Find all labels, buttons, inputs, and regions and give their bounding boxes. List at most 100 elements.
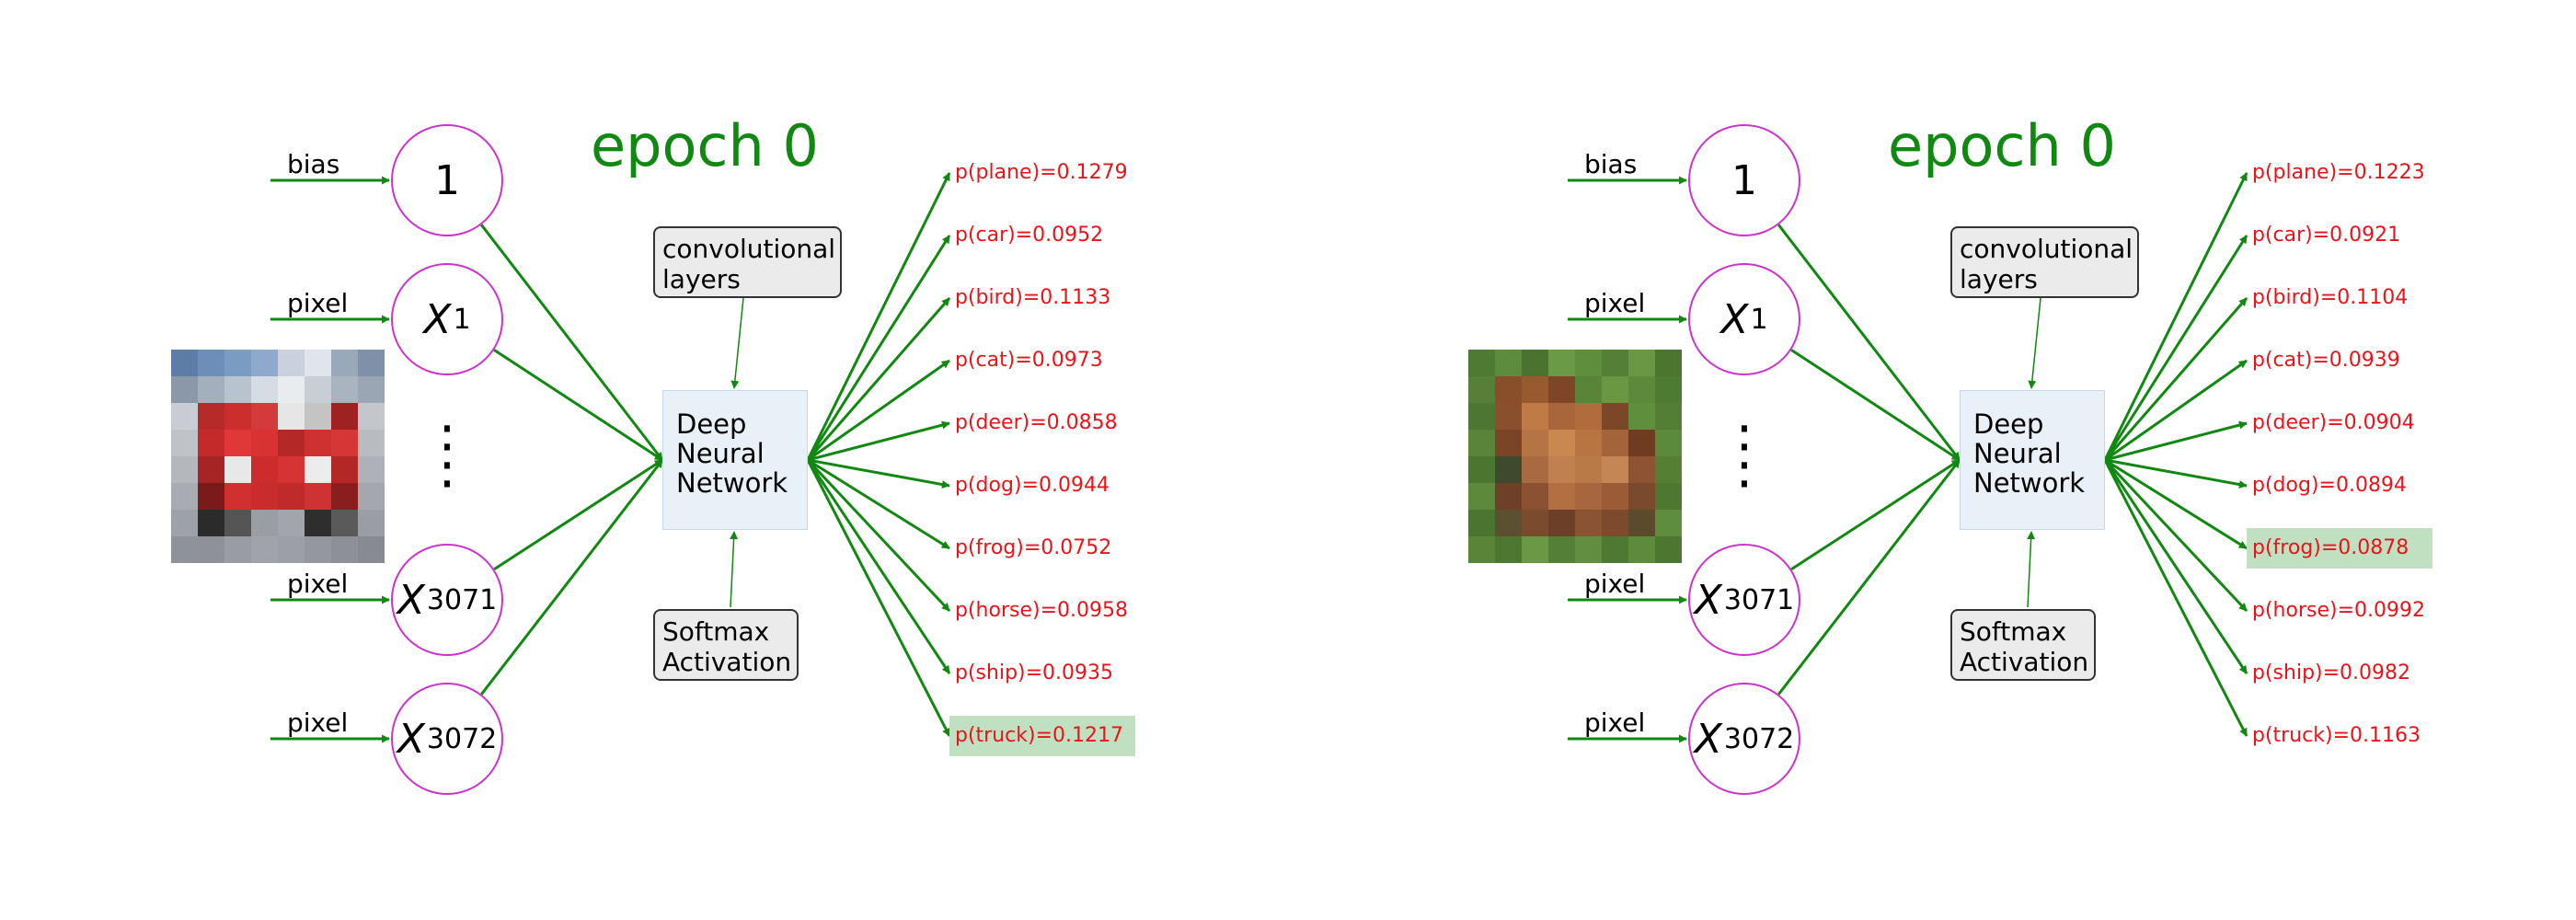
output-arrow: [808, 173, 949, 460]
node-to-network-arrow: [481, 224, 662, 460]
epoch-title: epoch 0: [591, 112, 819, 179]
probability-label: p(dog)=0.0894: [2252, 474, 2407, 498]
input-label: pixel: [287, 707, 348, 738]
output-arrow: [2105, 173, 2247, 460]
node-to-network-arrow: [1778, 224, 1960, 460]
box-line: layers: [662, 264, 833, 294]
output-arrow: [2105, 460, 2247, 673]
node-subscript: 3072: [427, 723, 497, 755]
node-to-network-arrow: [1791, 460, 1960, 569]
conv-to-network-arrow: [2031, 298, 2041, 388]
node-to-network-arrow: [1778, 460, 1960, 695]
softmax-activation-box: SoftmaxActivation: [653, 609, 799, 681]
vertical-ellipsis: ····: [429, 420, 466, 493]
probability-label: p(cat)=0.0973: [955, 349, 1103, 373]
node-symbol: X: [423, 296, 451, 343]
probability-label: p(car)=0.0921: [2252, 224, 2400, 247]
node-to-network-arrow: [481, 460, 662, 695]
epoch-title: epoch 0: [1888, 112, 2116, 179]
output-arrow: [808, 460, 949, 673]
input-node: 1: [391, 124, 503, 236]
output-arrow: [2105, 460, 2247, 736]
node-symbol: X: [1695, 577, 1722, 624]
output-arrow: [808, 361, 949, 460]
output-arrow: [808, 298, 949, 460]
conv-to-network-arrow: [734, 298, 743, 388]
box-line: Activation: [1960, 647, 2087, 677]
node-to-network-arrow: [494, 460, 662, 569]
box-line: layers: [1960, 264, 2130, 294]
box-line: Neural: [676, 439, 794, 468]
probability-label: p(frog)=0.0878: [2252, 536, 2409, 560]
box-line: Neural: [1973, 439, 2091, 468]
frog-image: [1468, 350, 1682, 563]
probability-label: p(ship)=0.0935: [955, 661, 1113, 685]
probability-label: p(cat)=0.0939: [2252, 349, 2400, 373]
node-symbol: X: [1695, 716, 1722, 763]
softmax-to-network-arrow: [2028, 532, 2031, 607]
node-symbol: X: [397, 577, 425, 624]
box-line: Activation: [662, 647, 789, 677]
box-line: Network: [1973, 468, 2091, 498]
node-symbol: 1: [1731, 157, 1757, 204]
input-label: pixel: [1584, 707, 1645, 738]
input-label: pixel: [287, 288, 348, 318]
probability-label: p(deer)=0.0904: [2252, 411, 2415, 435]
input-label: pixel: [287, 569, 348, 599]
node-symbol: X: [397, 716, 425, 763]
box-line: convolutional: [662, 234, 833, 264]
probability-label: p(frog)=0.0752: [955, 536, 1111, 560]
box-line: Network: [676, 468, 794, 498]
probability-label: p(truck)=0.1163: [2252, 724, 2421, 748]
output-arrow: [2105, 298, 2247, 460]
probability-label: p(car)=0.0952: [955, 224, 1103, 247]
softmax-to-network-arrow: [730, 532, 734, 607]
probability-label: p(bird)=0.1104: [2252, 286, 2408, 310]
fire-truck-image: [171, 350, 385, 563]
probability-label: p(bird)=0.1133: [955, 286, 1110, 310]
node-to-network-arrow: [1791, 350, 1960, 460]
input-label: pixel: [1584, 569, 1645, 599]
node-subscript: 3071: [427, 584, 497, 616]
vertical-ellipsis: ····: [1726, 420, 1763, 493]
node-subscript: 3072: [1724, 723, 1794, 755]
input-label: bias: [1584, 149, 1637, 179]
probability-label: p(deer)=0.0858: [955, 411, 1118, 435]
input-node: 1: [1688, 124, 1800, 236]
box-line: Deep: [1973, 409, 2091, 439]
input-label: pixel: [1584, 288, 1645, 318]
output-arrow: [808, 460, 949, 736]
box-line: Deep: [676, 409, 794, 439]
box-line: Softmax: [662, 616, 789, 647]
node-subscript: 3071: [1724, 584, 1794, 616]
probability-label: p(horse)=0.0992: [2252, 599, 2425, 623]
box-line: Softmax: [1960, 616, 2087, 647]
box-line: convolutional: [1960, 234, 2130, 264]
node-symbol: 1: [434, 157, 460, 204]
node-subscript: 1: [1751, 304, 1768, 336]
probability-label: p(horse)=0.0958: [955, 599, 1128, 623]
probability-label: p(truck)=0.1217: [955, 724, 1123, 748]
node-to-network-arrow: [494, 350, 662, 460]
probability-label: p(ship)=0.0982: [2252, 661, 2410, 685]
probability-label: p(dog)=0.0944: [955, 474, 1110, 498]
probability-label: p(plane)=0.1223: [2252, 161, 2425, 185]
node-symbol: X: [1720, 296, 1748, 343]
node-subscript: 1: [454, 304, 471, 336]
input-label: bias: [287, 149, 339, 179]
probability-label: p(plane)=0.1279: [955, 161, 1128, 185]
output-arrow: [2105, 361, 2247, 460]
